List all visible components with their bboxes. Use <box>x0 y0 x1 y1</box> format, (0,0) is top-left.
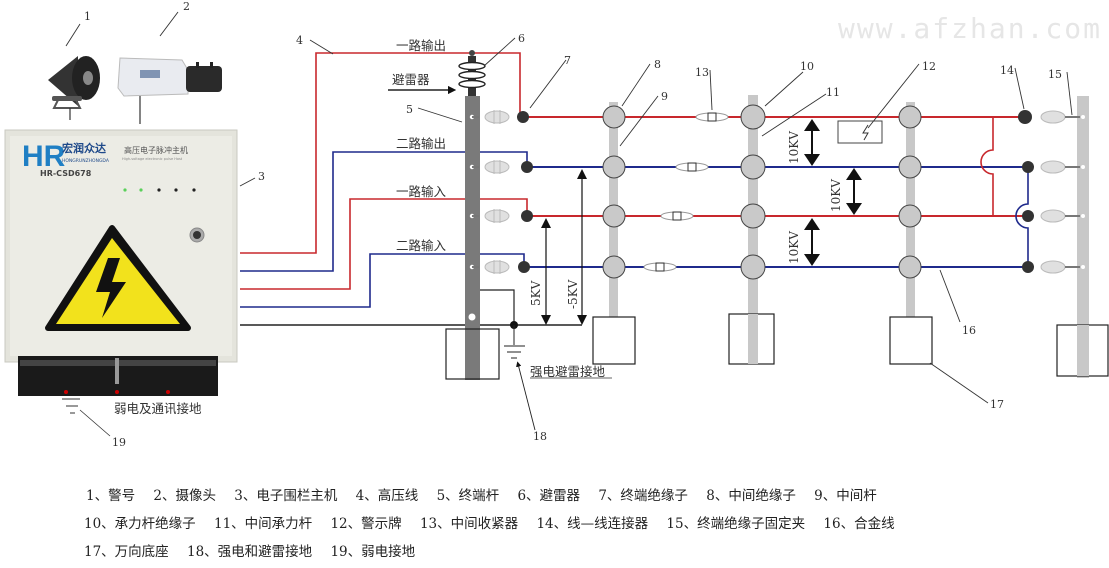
brand-logo: HR <box>22 140 66 173</box>
label-in2: 二路输入 <box>396 238 447 253</box>
terminal-insulators-right <box>1018 110 1080 274</box>
callout-4: 4 <box>296 34 303 47</box>
callout-7: 7 <box>564 54 571 67</box>
tighteners <box>643 112 729 272</box>
label-out1: 一路输出 <box>396 38 446 53</box>
callout-numbers: 1 2 3 4 5 6 7 8 9 10 11 12 13 14 15 16 1… <box>84 0 1062 449</box>
intermediate-pole-2 <box>889 102 933 365</box>
model-number: HR-CSD678 <box>40 169 92 178</box>
camera-icon <box>117 57 222 97</box>
callout-19: 19 <box>112 436 126 449</box>
callout-3: 3 <box>258 170 265 183</box>
legend-item: 16、合金线 <box>823 516 895 532</box>
callout-8: 8 <box>654 58 661 71</box>
strong-ground-label: 强电避雷接地 <box>530 364 606 379</box>
voltage-10kv-2: 10KV <box>829 179 843 212</box>
callout-16: 16 <box>962 324 976 337</box>
legend-item: 9、中间杆 <box>814 488 877 504</box>
tension-insulators <box>740 104 766 280</box>
terminal-insulators-left <box>472 110 533 274</box>
legend-item: 10、承力杆绝缘子 <box>84 516 196 532</box>
weak-ground-symbol <box>62 398 80 414</box>
terminal-pole-right <box>1056 96 1109 378</box>
callout-6: 6 <box>518 32 525 45</box>
legend-item: 13、中间收紧器 <box>419 516 519 532</box>
legend-item: 18、强电和避雷接地 <box>186 544 313 560</box>
callout-10: 10 <box>800 60 814 73</box>
legend-item: 7、终端绝缘子 <box>598 488 688 504</box>
label-out2: 二路输出 <box>396 136 446 151</box>
legend-item: 11、中间承力杆 <box>213 516 313 532</box>
warning-sign-icon <box>837 120 883 144</box>
callout-17: 17 <box>990 398 1004 411</box>
indicator-lights <box>123 188 196 192</box>
key-lock-icon <box>189 227 205 243</box>
legend-row-1: 1、警号 2、摄像头 3、电子围栏主机 4、高压线 5、终端杆 6、避雷器 7、… <box>86 484 891 504</box>
intermediate-pole-1 <box>592 102 636 365</box>
brand-cn: 宏润众达 <box>62 141 106 155</box>
watermark: www.afzhan.com <box>838 12 1103 45</box>
high-voltage-wires <box>240 52 582 326</box>
callout-1: 1 <box>84 10 91 23</box>
legend-item: 3、电子围栏主机 <box>234 488 338 504</box>
voltage-neg5kv: -5KV <box>566 279 580 309</box>
fence-lines <box>520 116 1029 268</box>
fence-host-unit: HR 宏润众达 HONGRUNZHONGDA 高压电子脉冲主机 High-vol… <box>4 129 238 396</box>
terminal-pole-left <box>445 96 500 380</box>
callout-5: 5 <box>406 103 413 116</box>
voltage-arrows-10kv <box>804 119 862 266</box>
voltage-5kv: 5KV <box>529 280 543 306</box>
legend-item: 5、终端杆 <box>436 488 500 504</box>
label-arrester: 避雷器 <box>392 72 430 87</box>
host-title-en: High-voltage electronic pulse Host <box>122 157 183 161</box>
voltage-10kv-1: 10KV <box>787 131 801 164</box>
voltage-arrows-5kv <box>541 169 587 325</box>
host-title-cn: 高压电子脉冲主机 <box>124 145 188 155</box>
lightning-arrester-icon <box>458 50 486 96</box>
strong-ground-symbol <box>504 321 525 359</box>
legend-item: 14、线—线连接器 <box>536 516 649 532</box>
weak-ground-label: 弱电及通讯接地 <box>114 401 202 416</box>
high-voltage-warning-icon <box>45 225 191 331</box>
callout-9: 9 <box>661 90 668 103</box>
legend-item: 12、警示牌 <box>330 516 402 532</box>
callout-14: 14 <box>1000 64 1014 77</box>
legend-item: 2、摄像头 <box>153 488 216 504</box>
legend-row-3: 17、万向底座 18、强电和避雷接地 19、弱电接地 <box>84 540 429 560</box>
callout-11: 11 <box>826 86 840 99</box>
callout-2: 2 <box>183 0 190 13</box>
siren-icon <box>48 56 100 109</box>
legend-item: 15、终端绝缘子固定夹 <box>666 516 806 532</box>
voltage-10kv-3: 10KV <box>787 231 801 264</box>
brand-en: HONGRUNZHONGDA <box>62 158 110 164</box>
callout-12: 12 <box>922 60 936 73</box>
callout-leaders <box>65 11 1073 404</box>
legend-item: 6、避雷器 <box>517 488 581 504</box>
legend-item: 1、警号 <box>86 488 136 504</box>
legend-item: 17、万向底座 <box>84 544 169 560</box>
intermediate-insulators <box>602 105 922 279</box>
callout-18: 18 <box>533 430 547 443</box>
legend-item: 4、高压线 <box>355 488 419 504</box>
callout-13: 13 <box>695 66 709 79</box>
legend-item: 8、中间绝缘子 <box>706 488 796 504</box>
legend-item: 19、弱电接地 <box>330 544 416 560</box>
label-in1: 一路输入 <box>396 184 447 199</box>
legend-row-2: 10、承力杆绝缘子 11、中间承力杆 12、警示牌 13、中间收紧器 14、线—… <box>84 512 909 532</box>
tension-pole <box>728 95 775 365</box>
callout-15: 15 <box>1048 68 1062 81</box>
